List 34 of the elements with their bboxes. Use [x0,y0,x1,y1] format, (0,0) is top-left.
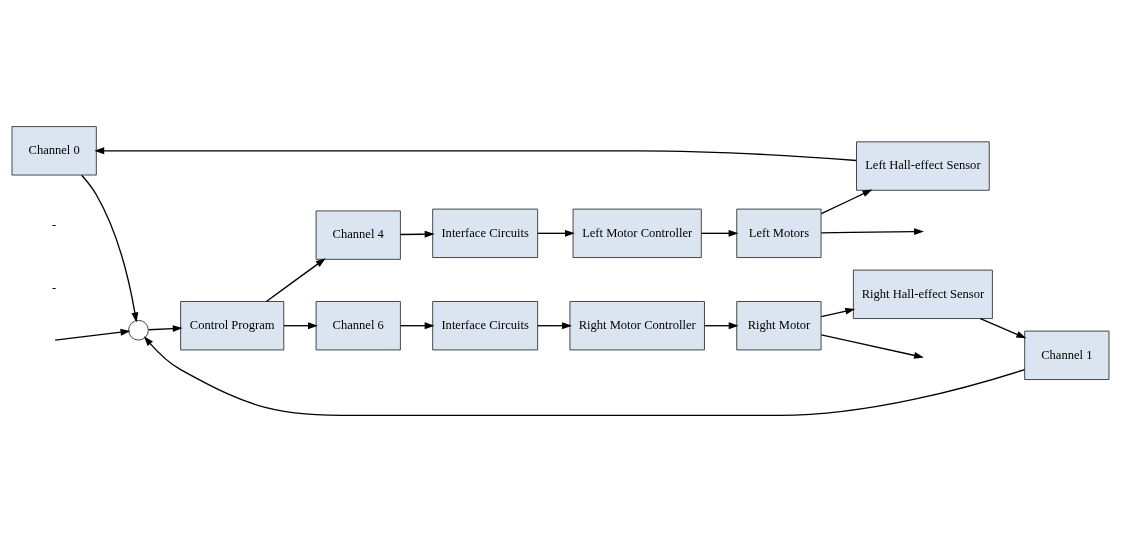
node-box: Interface Circuits [432,301,539,351]
node-box: Channel 1 [1024,330,1110,380]
arrow [94,147,858,162]
arrow [54,328,131,341]
label: - [52,218,57,233]
arrow [700,229,739,237]
arrow [399,230,435,238]
node-box: Left Motor Controller [572,208,702,258]
arrow [704,322,739,330]
node-box: Left Hall-effect Sensor [856,141,990,191]
arrow [143,336,1026,417]
arrow [820,307,856,318]
arrow [979,317,1027,339]
arrow [820,334,924,359]
arrow [81,174,139,323]
node-box: Channel 6 [315,301,401,351]
node-box: Channel 4 [315,210,401,260]
arrow [283,322,318,330]
arrow [147,325,183,333]
arrow [265,258,326,303]
node-circle [128,319,149,341]
arrow [820,228,924,236]
node-box: Left Motors [736,208,822,258]
node-box: Channel 0 [11,126,97,176]
node-box: Right Motor [736,301,822,351]
arrow [820,189,873,215]
node-box: Interface Circuits [432,208,539,258]
arrow [537,322,572,330]
label: - [52,281,57,296]
arrow [537,229,575,237]
arrow [399,322,435,330]
node-box: Control Program [180,301,285,351]
node-box: Right Motor Controller [569,301,705,351]
node-box: Right Hall-effect Sensor [852,269,993,319]
